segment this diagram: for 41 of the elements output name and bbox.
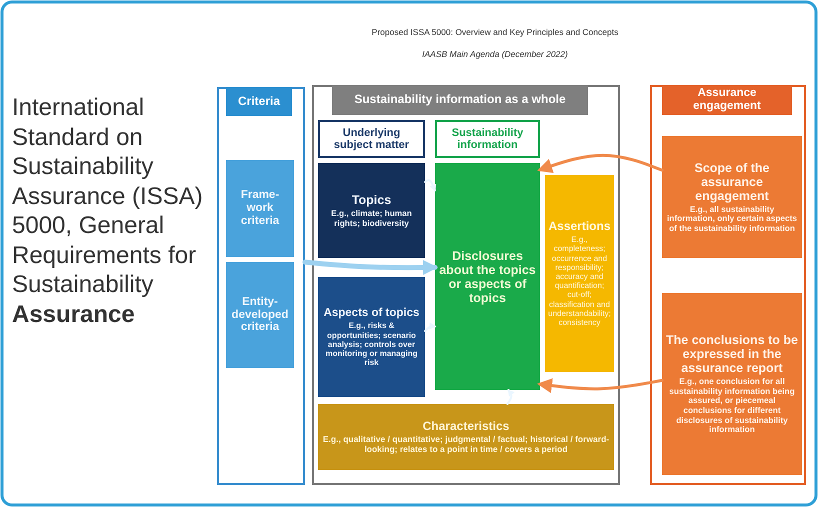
- box-heading: Disclosures about the topics or aspects of topics: [438, 248, 537, 304]
- info-box: [545, 175, 614, 372]
- info-box: [662, 136, 802, 258]
- box-heading: Aspects of topics: [324, 306, 420, 320]
- info-box: [226, 160, 294, 257]
- arrow: [506, 388, 515, 405]
- arrow: [424, 179, 436, 192]
- box-heading: Topics: [352, 192, 392, 207]
- box-body: E.g., risks & opportunities; scenario analysis; controls over monitoring or managing risk: [324, 321, 418, 368]
- column-header: Underlying subject matter: [318, 120, 425, 158]
- column-header: Sustainability information: [435, 120, 540, 158]
- info-box: [318, 163, 425, 258]
- title: Proposed ISSA 5000: Overview and Key Principles and Concepts: [370, 27, 620, 37]
- box-body: E.g., climate; human rights; biodiversity: [330, 208, 413, 228]
- engagement-panel: [650, 85, 806, 485]
- info-box: [662, 293, 802, 475]
- subject-panel: [312, 85, 620, 485]
- standard-name: International Standard on Sustainability Assurance (ISSA) 5000, General Requirements for Sustainability Assurance: [12, 93, 204, 329]
- arrow: [537, 154, 664, 174]
- box-heading: Assertions: [548, 220, 611, 234]
- arrow: [302, 260, 438, 276]
- arrow: [424, 322, 436, 332]
- box-heading: Characteristics: [422, 420, 510, 433]
- panel-heading: Sustainability information as a whole: [332, 85, 588, 115]
- info-box: [318, 277, 425, 397]
- info-box: [435, 163, 540, 390]
- box-body: E.g., completeness; occurrence and responsibility; accuracy and quantification; cut-off; classification and understandability; consistency: [548, 235, 611, 328]
- subtitle: IAASB Main Agenda (December 2022): [421, 49, 569, 59]
- box-heading: The conclusions to be expressed in the assurance report: [665, 333, 799, 376]
- box-body: E.g., all sustainability information, only certain aspects of the sustainability information: [666, 204, 798, 234]
- box-body: E.g., qualitative / quantitative; judgmental / factual; historical / forward-looking; relates to a point in time / covers a period: [322, 434, 610, 454]
- box-heading: Scope of the assurance engagement: [693, 160, 770, 203]
- arrow: [537, 378, 664, 394]
- panel-heading: Assurance engagement: [662, 85, 792, 115]
- info-box: [226, 262, 294, 368]
- panel-heading: Criteria: [226, 87, 292, 116]
- info-box: [318, 404, 614, 470]
- box-heading: Frame-work criteria: [240, 189, 280, 228]
- box-body: E.g., one conclusion for all sustainability information being assured, or piecemeal conclusions for different disclosures of sustainability information: [668, 377, 796, 435]
- criteria-panel: [217, 87, 305, 485]
- box-heading: Entity-developed criteria: [230, 296, 290, 334]
